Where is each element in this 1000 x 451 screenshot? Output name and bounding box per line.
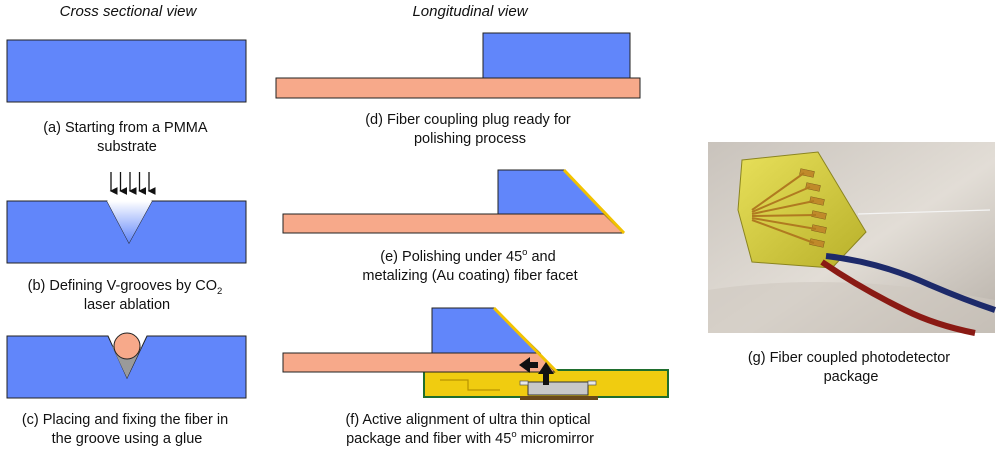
heading-longitudinal: Longitudinal view <box>412 3 528 20</box>
chip-pad-right <box>587 380 597 386</box>
caption-g: (g) Fiber coupled photodetector package <box>748 350 954 385</box>
pmma-substrate-c <box>6 335 247 399</box>
alignment-arrows <box>519 357 554 385</box>
alignment-panel-f <box>282 306 669 400</box>
pcb-trace <box>440 379 500 391</box>
au-coating-e <box>562 168 626 235</box>
pmma-block-d <box>482 32 631 79</box>
pmma-substrate-b <box>6 200 247 264</box>
fan-out-traces <box>751 172 817 244</box>
laser-ablation-zone <box>107 201 152 243</box>
pmma-block-e <box>497 169 609 215</box>
caption-c: (c) Placing and fixing the fiber in the … <box>22 412 232 447</box>
caption-a: (a) Starting from a PMMA substrate <box>43 120 211 155</box>
contact-pads <box>799 168 827 248</box>
red-wire <box>820 259 976 336</box>
au-coating-f <box>492 306 559 374</box>
fiber-strand <box>857 209 991 215</box>
fiber-cross-section <box>113 332 141 360</box>
photodetector-chip <box>527 381 589 396</box>
fiber-e <box>282 213 625 234</box>
caption-e: (e) Polishing under 45o and metalizing (… <box>362 247 577 284</box>
package-photo <box>708 142 996 336</box>
chip-pad-left <box>519 380 529 386</box>
fiber-f <box>282 352 557 373</box>
fiber-in-groove-panel-c <box>6 332 247 399</box>
blue-wire <box>825 253 996 313</box>
pmma-substrate-a <box>6 39 247 103</box>
fiber-d <box>275 77 641 99</box>
caption-d: (d) Fiber coupling plug ready for polish… <box>365 112 575 147</box>
pcb-bottom-pad <box>520 396 598 400</box>
v-groove-panel-b <box>6 172 247 264</box>
polished-panel-e <box>282 168 626 235</box>
heading-cross-sectional: Cross sectional view <box>60 3 198 20</box>
caption-b: (b) Defining V-grooves by CO2 laser abla… <box>28 278 227 313</box>
pmma-block-f <box>431 307 542 354</box>
laser-arrows <box>109 172 156 195</box>
caption-f: (f) Active alignment of ultra thin optic… <box>345 412 594 447</box>
plug-panel-d <box>275 32 641 99</box>
